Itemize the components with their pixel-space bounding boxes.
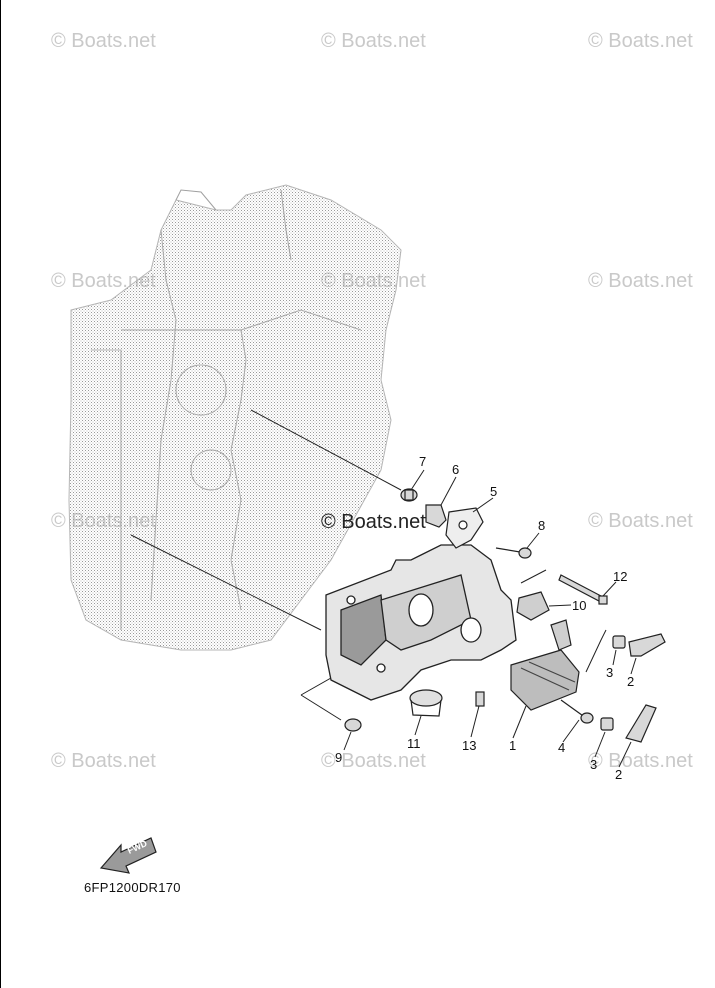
callout-4: 4	[558, 740, 566, 755]
part-2-terminal	[625, 704, 657, 743]
part-3-nut	[612, 635, 626, 649]
callout-7: 7	[419, 454, 427, 469]
part-13-fitting	[475, 691, 485, 707]
part-1-relay-block	[510, 649, 580, 711]
part-6-clamp	[425, 504, 447, 528]
callout-2-upper: 2	[627, 674, 635, 689]
callout-2-lower: 2	[615, 767, 623, 782]
part-7-bolt	[400, 488, 418, 502]
part-2-terminal	[628, 633, 666, 657]
callout-12: 12	[613, 569, 628, 584]
part-8-washer-bolt	[495, 547, 532, 559]
watermark: © Boats.net	[51, 750, 156, 772]
watermark: © Boats.net	[588, 510, 693, 532]
watermark: © Boats.net	[321, 750, 426, 772]
watermark: © Boats.net	[321, 30, 426, 52]
center-watermark: © Boats.net	[321, 511, 426, 533]
callout-8: 8	[538, 518, 546, 533]
watermark: © Boats.net	[588, 270, 693, 292]
callout-5: 5	[490, 484, 498, 499]
callout-9: 9	[335, 750, 343, 765]
watermark: © Boats.net	[588, 30, 693, 52]
part-4-screw	[560, 699, 594, 724]
bracket-assembly	[325, 544, 517, 701]
engine-block-outline	[68, 184, 402, 651]
diagram-code: 6FP1200DR170	[84, 880, 181, 895]
part-12-rod	[558, 574, 608, 605]
callout-13: 13	[462, 738, 477, 753]
part-9-bolt	[344, 718, 362, 732]
callout-10: 10	[572, 598, 587, 613]
callout-6: 6	[452, 462, 460, 477]
fwd-arrow	[99, 837, 157, 874]
part-11-band	[409, 689, 443, 717]
part-10-clamp	[516, 591, 572, 651]
callout-3-upper: 3	[606, 665, 614, 680]
part-5-bracket	[445, 507, 484, 549]
watermark: © Boats.net	[588, 750, 693, 772]
callout-11: 11	[407, 736, 421, 751]
callout-3-lower: 3	[590, 757, 598, 772]
watermark: © Boats.net	[51, 30, 156, 52]
callout-leaders	[343, 469, 637, 768]
leader-lines	[130, 409, 607, 721]
part-3-nut	[600, 717, 614, 731]
callout-1: 1	[509, 738, 517, 753]
